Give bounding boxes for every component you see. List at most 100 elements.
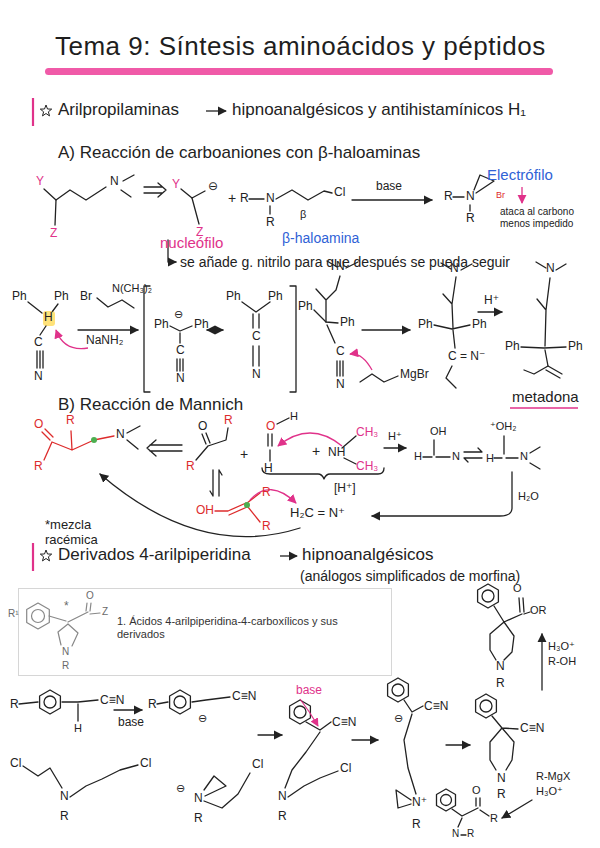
- atom-label: Y: [172, 178, 180, 192]
- note-text: se añade g. nitrilo para que después se …: [180, 254, 510, 270]
- atom-label: N: [520, 450, 528, 463]
- pink-arrow: [56, 330, 88, 349]
- atom-label: Ph: [54, 290, 69, 304]
- atom-label: Ph: [154, 318, 169, 332]
- atom-label: O: [266, 420, 275, 434]
- atom-label: Ph: [340, 316, 355, 330]
- note-text: metadona: [512, 388, 579, 405]
- atom-label: N: [450, 262, 459, 276]
- atom-label: N: [62, 646, 69, 658]
- atom-label: ⊖: [394, 712, 403, 725]
- atom-label: Ph: [298, 300, 313, 314]
- atom-label: Ph: [12, 290, 27, 304]
- atom-label: N: [278, 790, 287, 804]
- atom-label: R¹: [8, 608, 19, 620]
- atom-label: O: [34, 418, 43, 432]
- atom-label: β: [300, 208, 306, 221]
- atom-label: C: [176, 344, 185, 358]
- atom-label: R: [266, 216, 275, 230]
- atom-label: H: [44, 311, 53, 325]
- atom-label: Ph: [194, 318, 209, 332]
- atom-label: R: [412, 818, 421, 832]
- atom-label: *mezcla racémica: [45, 518, 125, 548]
- green-dot: [244, 502, 250, 508]
- atom-label: Br: [80, 290, 92, 304]
- highlight: [43, 311, 55, 326]
- atom-label: Ph: [568, 340, 583, 354]
- atom-label: H: [290, 410, 298, 423]
- atom-label: C≡N: [520, 722, 544, 736]
- atom-label: OR: [530, 604, 547, 617]
- atom-label: C: [252, 330, 261, 344]
- underline: [510, 407, 578, 409]
- atom-label: R: [278, 810, 287, 824]
- atom-label: base: [118, 716, 144, 730]
- mannich-red-bonds: [42, 429, 260, 522]
- atom-label: CH₃: [356, 426, 378, 440]
- atom-label: N: [34, 370, 43, 384]
- atom-label: CH₃: [356, 460, 378, 474]
- atom-label: O: [86, 590, 94, 602]
- atom-label: Ph: [505, 340, 520, 354]
- atom-label: H₂O: [518, 490, 539, 503]
- atom-label: H: [74, 722, 82, 735]
- atom-label: Cl: [340, 762, 351, 776]
- atom-label: N: [466, 190, 475, 204]
- methadone-bonds: [28, 261, 566, 392]
- atom-label: NaNH₂: [86, 334, 123, 348]
- pink-arrow: [350, 354, 372, 370]
- note-text: β-haloamina: [282, 230, 359, 246]
- note-text: Electrófilo: [487, 166, 553, 183]
- note-text: A) Reacción de carboaniones con β-haloam…: [58, 143, 420, 163]
- atom-label: R: [490, 812, 498, 825]
- note-text: hipnoanalgésicos: [302, 545, 433, 565]
- atom-label: N: [336, 260, 345, 274]
- atom-label: N⁺: [412, 796, 427, 810]
- atom-label: C≡N: [332, 716, 356, 730]
- atom-label: OH: [196, 504, 214, 518]
- atom-label: R: [66, 414, 75, 428]
- atom-label: Z: [50, 227, 57, 241]
- atom-label: R-OH: [548, 655, 576, 668]
- atom-label: ⊖: [198, 712, 207, 725]
- atom-label: R: [444, 190, 453, 204]
- atom-label: NH: [328, 446, 345, 460]
- atom-label: H₃O⁺: [548, 640, 575, 653]
- inset-box: 1. Ácidos 4-arilpiperidina-4-carboxílico…: [18, 588, 392, 676]
- page-title: Tema 9: Síntesis aminoácidos y péptidos: [55, 32, 546, 62]
- note-text: nucleófilo: [160, 234, 223, 251]
- atom-label: R: [10, 698, 19, 712]
- inset-structure: [27, 603, 100, 646]
- atom-label: N: [266, 192, 275, 206]
- atom-label: O: [198, 420, 207, 434]
- atom-label: O: [513, 582, 522, 595]
- atom-label: Cl: [140, 757, 151, 771]
- atom-label: N: [194, 792, 203, 806]
- atom-label: Ph: [418, 318, 433, 332]
- atom-label: C: [34, 336, 43, 350]
- atom-label: R: [467, 828, 474, 840]
- pink-arrow: [300, 699, 318, 726]
- atom-label: OH: [430, 425, 447, 438]
- atom-label: R: [262, 486, 271, 500]
- ester-structure: [478, 584, 542, 690]
- atom-label: R: [496, 677, 505, 691]
- section-marks: [33, 98, 297, 571]
- atom-label: R: [224, 414, 233, 428]
- note-text: +: [240, 446, 248, 462]
- atom-label: C: [336, 345, 345, 359]
- atom-label: R: [262, 520, 271, 534]
- atom-label: R-MgX: [536, 770, 570, 783]
- atom-label: O: [472, 784, 481, 797]
- atom-label: ataca al carbono menos impedido: [500, 206, 580, 229]
- title-underline: [45, 68, 553, 75]
- atom-label: N: [116, 428, 125, 442]
- atom-label: R: [148, 698, 157, 712]
- atom-label: MgBr: [400, 368, 429, 382]
- atom-label: Z: [102, 606, 108, 618]
- atom-label: H₃O⁺: [536, 785, 563, 798]
- atom-label: ⊖: [176, 782, 185, 795]
- note-text: hipnoanalgésicos y antihistamínicos H₁: [232, 100, 526, 120]
- atom-label: R: [497, 788, 506, 802]
- atom-label: Cl: [252, 758, 263, 772]
